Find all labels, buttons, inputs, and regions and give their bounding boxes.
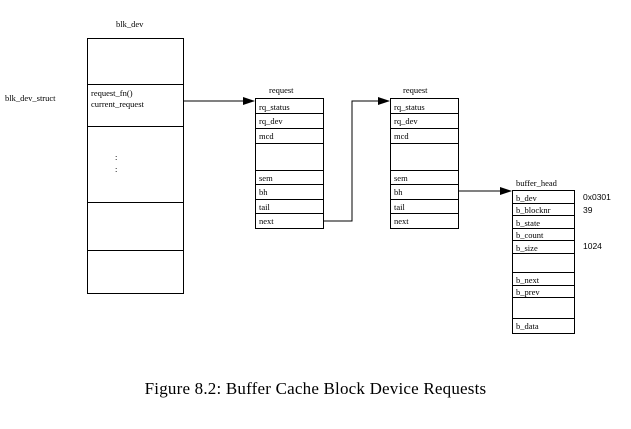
rq-dev-field: rq_dev: [256, 114, 323, 129]
blk-dev-box: request_fn() current_request : :: [87, 38, 184, 294]
b-data-field: b_data: [516, 321, 539, 331]
request-2-spacer: [391, 144, 458, 171]
blk-dev-row-top: [88, 39, 183, 85]
bh-field: bh: [391, 185, 458, 200]
next-request-arrow: [323, 97, 390, 222]
rq-status-field: rq_status: [256, 99, 323, 114]
b-blocknr-field: b_blocknr: [513, 204, 574, 216]
ellipsis-mark: :: [115, 164, 118, 174]
next-field: next: [259, 216, 274, 226]
blk-dev-row-ellipsis: : :: [88, 127, 183, 203]
tail-field: tail: [391, 200, 458, 214]
request-1-box: rq_status rq_dev mcd sem bh tail next: [255, 98, 324, 229]
b-dev-field: b_dev: [513, 191, 574, 204]
figure-caption: Figure 8.2: Buffer Cache Block Device Re…: [144, 379, 487, 398]
blk-dev-struct-label: blk_dev_struct: [5, 93, 56, 103]
rq-dev-field: rq_dev: [391, 114, 458, 129]
request-fn-field: request_fn(): [91, 88, 133, 98]
request-2-title: request: [403, 85, 428, 95]
buffer-head-title: buffer_head: [516, 178, 557, 188]
b-blocknr-value: 39: [583, 205, 593, 215]
mcd-field: mcd: [256, 129, 323, 144]
b-prev-field: b_prev: [513, 286, 574, 298]
ellipsis-mark: :: [115, 152, 118, 162]
b-size-value: 1024: [583, 241, 602, 251]
current-request-field: current_request: [91, 99, 144, 109]
sem-field: sem: [391, 171, 458, 185]
mcd-field: mcd: [391, 129, 458, 144]
buffer-head-spacer: [513, 298, 574, 319]
buffer-head-box: b_dev b_blocknr b_state b_count b_size b…: [512, 190, 575, 334]
request-1-spacer: [256, 144, 323, 171]
request-2-box: rq_status rq_dev mcd sem bh tail next: [390, 98, 459, 229]
b-dev-value: 0x0301: [583, 192, 611, 202]
rq-status-field: rq_status: [391, 99, 458, 114]
buffer-head-spacer: [513, 254, 574, 273]
bh-field: bh: [256, 185, 323, 200]
sem-field: sem: [256, 171, 323, 185]
b-next-field: b_next: [513, 273, 574, 286]
blk-dev-row-empty: [88, 251, 183, 294]
next-field: next: [394, 216, 409, 226]
b-size-field: b_size: [513, 241, 574, 254]
tail-field: tail: [256, 200, 323, 214]
request-1-title: request: [269, 85, 294, 95]
b-count-field: b_count: [513, 229, 574, 241]
blk-dev-row-struct: request_fn() current_request: [88, 85, 183, 127]
blk-dev-row-empty: [88, 203, 183, 251]
b-state-field: b_state: [513, 216, 574, 229]
blk-dev-title: blk_dev: [116, 19, 144, 29]
